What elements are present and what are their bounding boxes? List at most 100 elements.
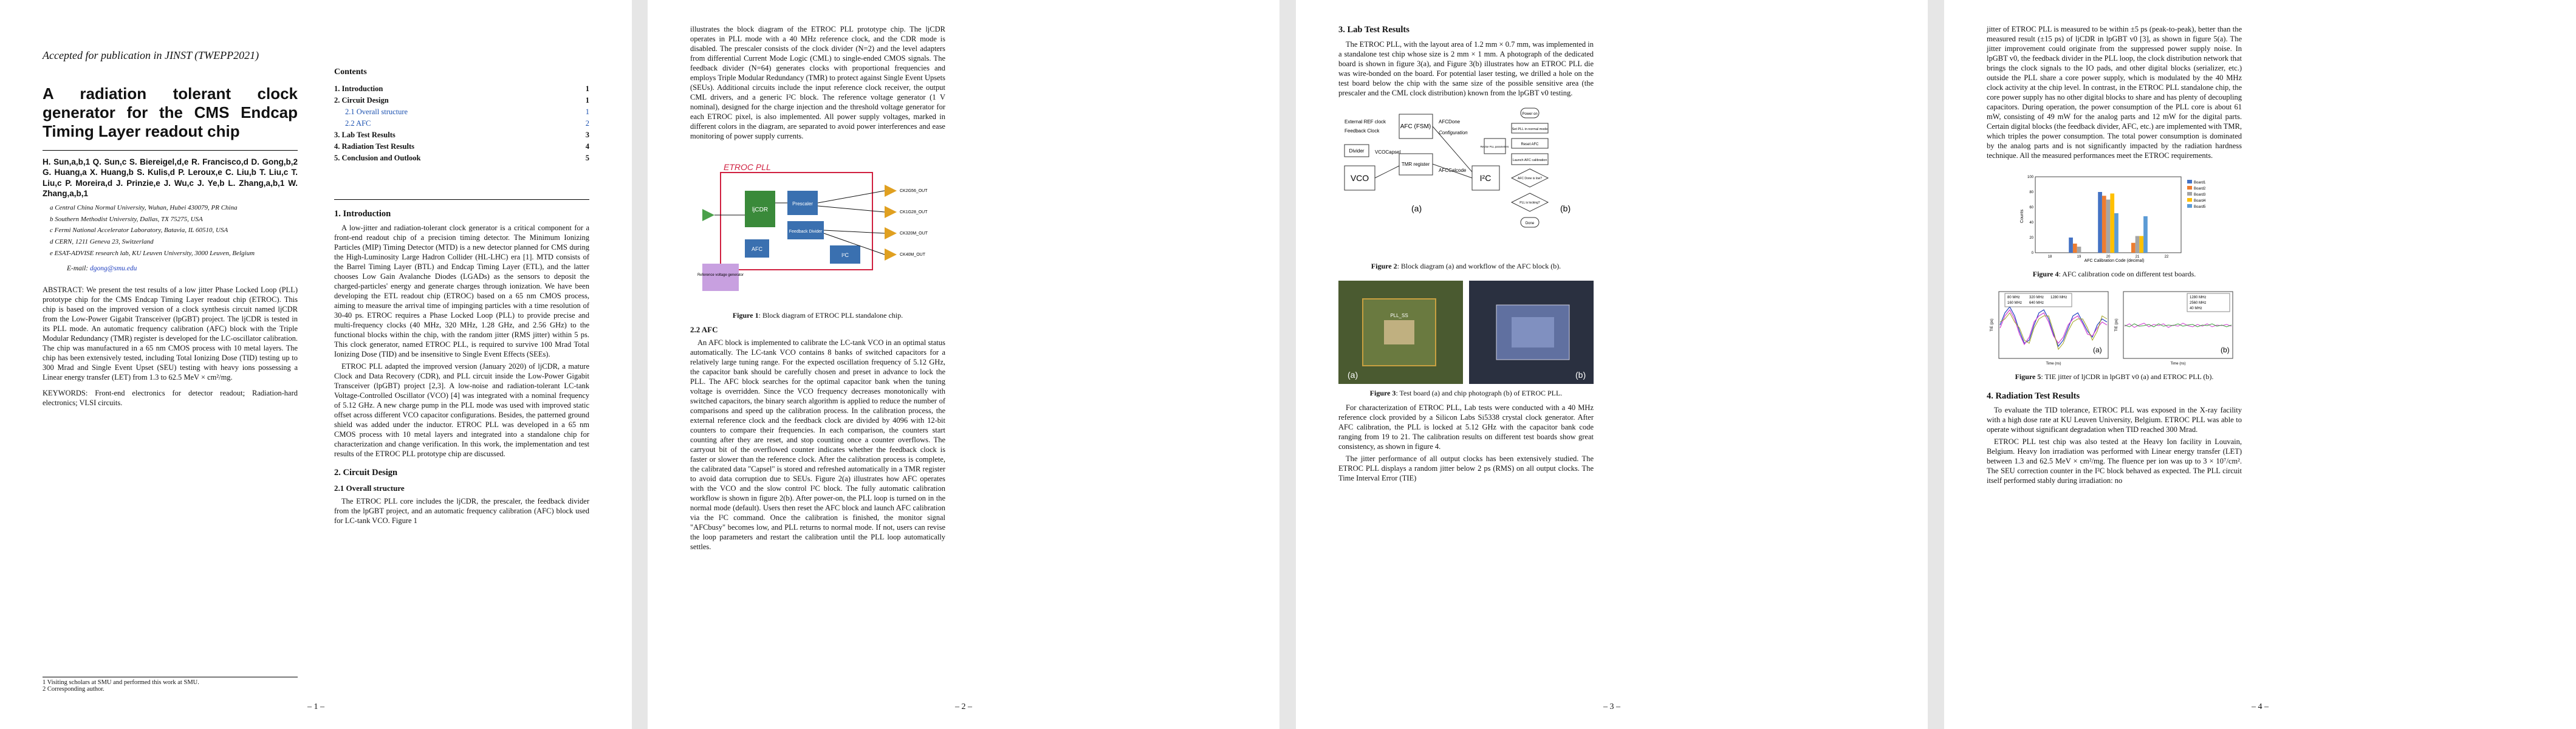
i2c-label: I²C [1480, 173, 1492, 183]
output-label: CK1G28_OUT [900, 210, 928, 214]
email-line: E-mail: dgong@smu.edu [67, 264, 298, 273]
x-tick-label: 18 [2048, 255, 2052, 259]
x-axis-label: Time (ns) [2170, 362, 2185, 366]
refvolt-block [702, 264, 739, 291]
email-link[interactable]: dgong@smu.edu [90, 264, 137, 272]
subsection-heading: 2.2 AFC [690, 325, 718, 335]
toc-title: Contents [334, 67, 367, 77]
x-tick-label: 22 [2165, 255, 2169, 259]
cml-driver [885, 206, 897, 218]
paragraph: An AFC block is implemented to calibrate… [690, 338, 945, 551]
section-heading: 3. Lab Test Results [1338, 25, 1410, 35]
x-tick-label: 21 [2136, 255, 2140, 259]
footnotes: 1 Visiting scholars at SMU and performed… [43, 677, 298, 693]
signal-line [817, 205, 885, 213]
legend-item: 640 MHz [2029, 301, 2044, 305]
keywords: KEYWORDS: Front-end electronics for dete… [43, 389, 298, 408]
paragraph: The ETROC PLL, with the layout area of 1… [1338, 39, 1594, 97]
figure-3-caption: Figure 3: Test board (a) and chip photog… [1369, 388, 1563, 397]
i2c-label: I²C [841, 252, 849, 258]
prescaler-block [787, 191, 818, 215]
legend-swatch [2187, 192, 2192, 196]
figure-4-caption: Figure 4: AFC calibration code on differ… [2032, 270, 2196, 278]
accepted-notice: Accepted for publication in JINST (TWEPP… [43, 49, 259, 61]
signal-line [1374, 165, 1400, 178]
y-tick-label: 60 [2029, 206, 2033, 210]
bar-board2 [2072, 244, 2077, 253]
affiliation: a Central China Normal University, Wuhan… [50, 204, 238, 211]
legend-swatch [2187, 186, 2192, 190]
tmr-label: TMR register [1402, 162, 1430, 167]
i2c-box [1471, 165, 1500, 191]
bar-board5 [2114, 213, 2119, 253]
legend-label: Board1 [2194, 181, 2206, 185]
cml-driver [885, 227, 897, 239]
page-number: – 3 – [1603, 702, 1620, 711]
flow-step [1511, 138, 1549, 149]
afc-label: AFC [752, 246, 763, 252]
bar-board3 [2077, 247, 2081, 253]
cml-driver [885, 248, 897, 261]
authors: H. Sun,a,b,1 Q. Sun,c S. Biereigel,d,e R… [43, 157, 298, 199]
x-axis-label: Time (ns) [2046, 362, 2061, 366]
figure-5-caption: Figure 5: TIE jitter of ljCDR in lpGBT v… [2015, 372, 2214, 382]
page-number: – 1 – [307, 702, 324, 711]
bar-board1 [2098, 192, 2102, 253]
flow-step [1520, 108, 1540, 118]
y-tick-label: 40 [2029, 221, 2033, 225]
signal-line [823, 230, 885, 234]
flow-step [1511, 153, 1549, 165]
feedback-divider-block [787, 221, 824, 239]
feedback-divider-label: Feedback Divider [789, 230, 823, 234]
flow-step [1520, 217, 1540, 228]
subsection-heading: 2.1 Overall structure [334, 484, 405, 493]
flow-step-label: Launch AFC calibration [1513, 159, 1547, 162]
paragraph: illustrates the block diagram of the ETR… [690, 25, 945, 140]
legend-item: 160 MHz [2007, 301, 2022, 305]
subfig-b-label: (b) [2221, 346, 2230, 354]
subfig-b-label: (b) [1560, 204, 1571, 213]
afc-block [745, 239, 769, 258]
legend-item: 1280 MHz [2190, 296, 2206, 299]
board-text: PLL_SS [1390, 313, 1408, 318]
figure-1-block-diagram: ETROC PLL ljCDR Prescaler Feedback Divid… [697, 162, 928, 291]
subfig-a-label: (a) [1411, 204, 1422, 213]
legend-swatch [2187, 180, 2192, 183]
vcocapsel-label: VCOCapsel [1375, 149, 1400, 155]
chip-socket [1384, 320, 1414, 344]
refvolt-label: Reference voltage generator [697, 273, 744, 277]
tie-a-series [1999, 309, 2108, 346]
tie-b-series [2124, 323, 2232, 327]
legend-label: Board3 [2194, 193, 2206, 197]
section-heading: 1. Introduction [334, 208, 391, 219]
footnote: 1 Visiting scholars at SMU and performed… [43, 679, 199, 686]
paper-title: A radiation tolerant clock generator for… [43, 84, 298, 141]
config-label: Configuration [1439, 130, 1468, 135]
figure-2-afc-diagram: External REF clock Feedback Clock AFC (F… [1344, 108, 1571, 228]
figure-2-caption: Figure 2: Block diagram (a) and workflow… [1371, 261, 1561, 270]
page-3: 3. Lab Test Results The ETROC PLL, with … [1296, 0, 1928, 729]
bar-board4 [2139, 236, 2144, 253]
afc-fsm-label: AFC (FSM) [1400, 123, 1431, 130]
page2-left-column: illustrates the block diagram of the ETR… [690, 24, 945, 554]
x-axis-label: AFC Calibration Code (decimal) [2084, 259, 2145, 263]
signal-line [823, 233, 885, 255]
output-label: CK2G56_OUT [900, 189, 928, 193]
paragraph: The jitter performance of all output clo… [1338, 454, 1594, 483]
y-tick-label: 80 [2029, 191, 2033, 194]
signal-line [817, 190, 885, 204]
vco-label: VCO [1351, 173, 1369, 183]
legend-item: 1280 MHz [2050, 296, 2067, 299]
signal-line [1432, 163, 1473, 179]
flow-step-label: Done [1526, 222, 1535, 225]
y-tick-label: 20 [2029, 236, 2033, 240]
